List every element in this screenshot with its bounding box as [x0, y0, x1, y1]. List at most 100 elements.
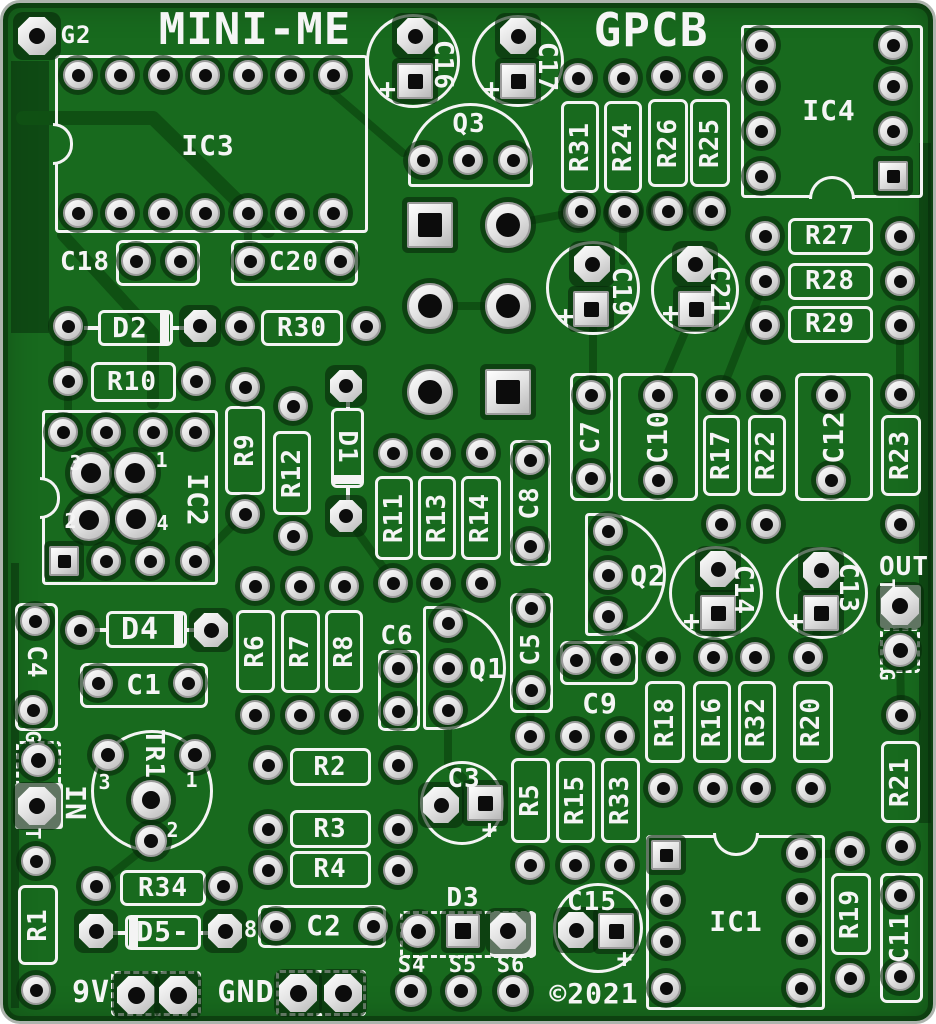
- r15-outline: [556, 758, 595, 843]
- round-pad: [208, 871, 238, 901]
- drill-hole: [61, 319, 75, 333]
- silk-text-r1: R1: [23, 908, 53, 942]
- round-pad: [515, 531, 545, 561]
- round-pad: [285, 700, 315, 730]
- drill-hole: [583, 301, 599, 317]
- r27-outline: [788, 218, 873, 255]
- silk-text-: +: [662, 296, 680, 329]
- silk-text-c20: C20: [269, 247, 319, 277]
- round-pad: [53, 311, 83, 341]
- silk-text-g: G: [21, 730, 45, 744]
- drill-hole: [286, 399, 300, 413]
- drill-hole: [608, 923, 624, 939]
- silk-text-c2: C2: [306, 909, 342, 942]
- drill-hole: [710, 605, 726, 621]
- drill-hole: [29, 798, 45, 814]
- drill-hole: [243, 254, 257, 268]
- octagon-pad: [500, 18, 536, 54]
- square-pad: [598, 913, 634, 949]
- r20-outline: [793, 681, 833, 763]
- drill-hole: [813, 605, 829, 621]
- silk-text-s4: S4: [397, 953, 427, 978]
- round-pad: [466, 438, 496, 468]
- silk-text-s5: S5: [448, 953, 478, 978]
- d5-outline: [125, 915, 201, 950]
- round-pad: [515, 721, 545, 751]
- silk-text-r19: R19: [835, 889, 865, 939]
- octagon-pad: [194, 613, 228, 647]
- drill-hole: [386, 446, 400, 460]
- round-pad: [65, 615, 95, 645]
- round-pad: [651, 973, 681, 1003]
- round-pad: [746, 161, 776, 191]
- drill-hole: [127, 986, 145, 1004]
- drill-hole: [659, 981, 673, 995]
- drill-hole: [886, 38, 900, 52]
- drill-hole: [758, 318, 772, 332]
- drill-hole: [893, 517, 907, 531]
- drill-hole: [113, 68, 127, 82]
- r4-outline: [290, 851, 371, 888]
- round-pad: [793, 642, 823, 672]
- drill-hole: [125, 463, 145, 483]
- drill-hole: [794, 933, 808, 947]
- drill-hole: [714, 388, 728, 402]
- round-pad: [593, 601, 623, 631]
- drill-hole: [26, 703, 40, 717]
- drill-hole: [293, 579, 307, 593]
- round-pad: [83, 668, 113, 698]
- silk-text-minime: MINI-ME: [158, 4, 352, 55]
- drill-hole: [326, 68, 340, 82]
- silk-text-3: 3: [69, 451, 83, 475]
- round-pad: [466, 568, 496, 598]
- silk-text-c5: C5: [516, 632, 546, 666]
- round-pad: [433, 608, 463, 638]
- drill-hole: [714, 517, 728, 531]
- drill-hole: [754, 169, 768, 183]
- round-pad: [885, 310, 915, 340]
- silk-text-c17: C17: [532, 42, 562, 92]
- round-pad: [566, 196, 596, 226]
- round-pad: [121, 246, 151, 276]
- silk-text-q1: Q1: [469, 652, 505, 685]
- round-pad: [485, 283, 531, 329]
- drill-hole: [601, 568, 615, 582]
- drill-hole: [333, 254, 347, 268]
- octagon-pad: [79, 914, 113, 948]
- round-pad: [750, 266, 780, 296]
- drill-hole: [794, 891, 808, 905]
- round-pad: [325, 246, 355, 276]
- round-pad: [885, 880, 915, 910]
- drill-hole: [601, 524, 615, 538]
- r7-outline: [281, 610, 320, 693]
- drill-hole: [56, 425, 70, 439]
- round-pad: [445, 975, 477, 1007]
- round-pad: [181, 366, 211, 396]
- round-pad: [786, 883, 816, 913]
- drill-hole: [571, 71, 585, 85]
- square-pad: [651, 840, 681, 870]
- drill-hole: [88, 923, 104, 939]
- drill-hole: [169, 986, 187, 1004]
- drill-hole: [843, 971, 857, 985]
- drill-hole: [61, 374, 75, 388]
- silk-text-t: T: [21, 827, 45, 841]
- silk-text-c15: C15: [567, 887, 617, 917]
- silk-text-c6: C6: [380, 621, 414, 651]
- drill-hole: [893, 274, 907, 288]
- drill-hole: [433, 797, 449, 813]
- drill-hole: [79, 510, 99, 530]
- drill-hole: [156, 206, 170, 220]
- silk-text-r7: R7: [285, 634, 315, 668]
- silk-text-r28: R28: [805, 266, 855, 296]
- silk-text-d5: D5-: [136, 915, 190, 948]
- silk-text-r16: R16: [697, 697, 727, 747]
- silk-text-t: T: [875, 578, 899, 592]
- drill-hole: [893, 318, 907, 332]
- silk-text-r34: R34: [138, 873, 188, 903]
- drill-hole: [28, 614, 42, 628]
- round-pad: [240, 571, 270, 601]
- silk-text-4: 4: [156, 511, 170, 535]
- round-pad: [516, 593, 546, 623]
- drill-hole: [337, 579, 351, 593]
